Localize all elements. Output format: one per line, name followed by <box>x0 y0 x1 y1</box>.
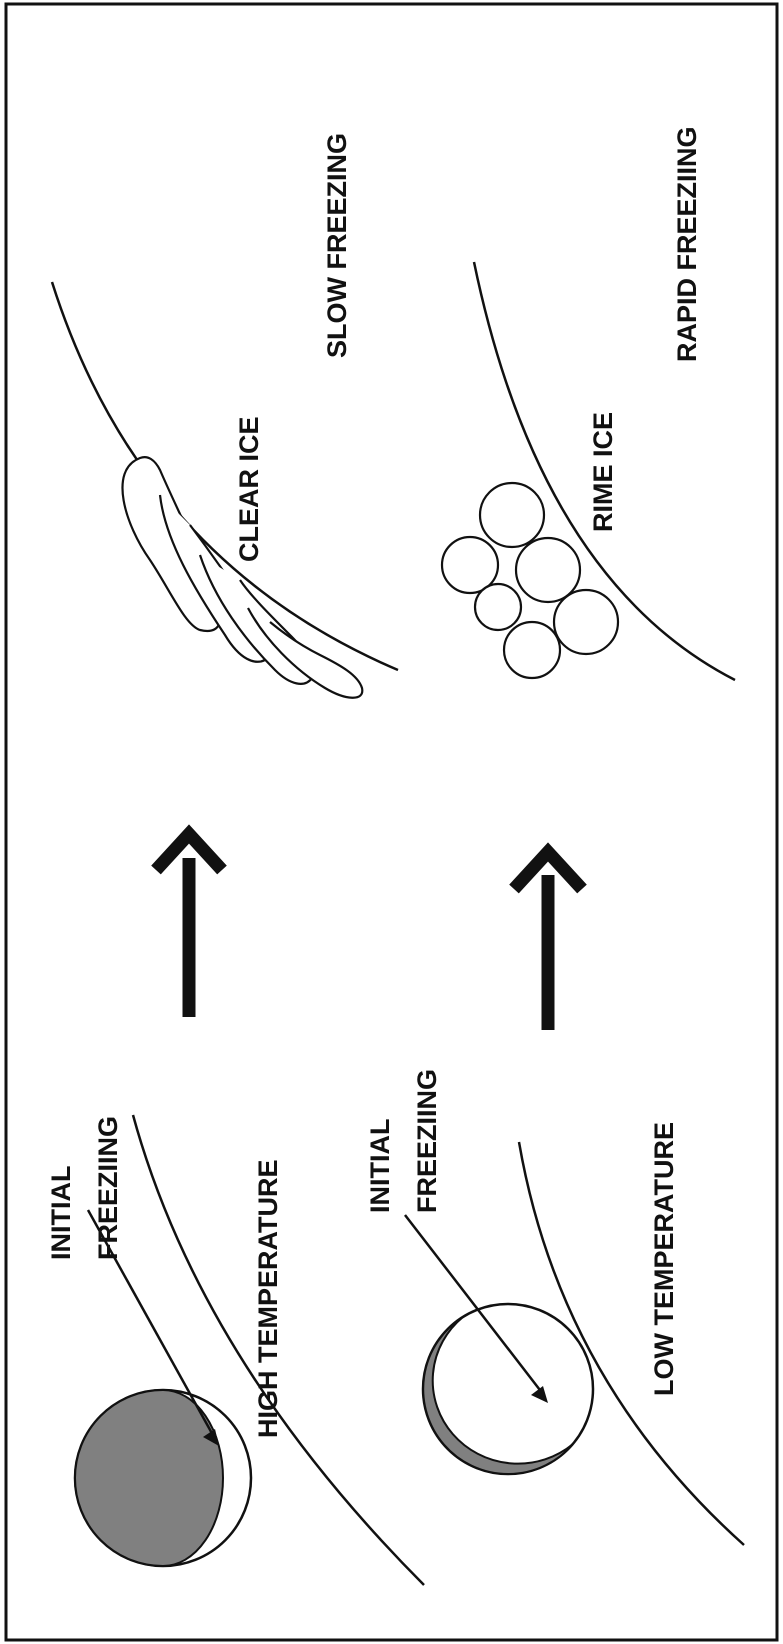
label-rime-ice: RIME ICE <box>588 412 618 532</box>
pointer-arrow-high-temp <box>86 1209 216 1438</box>
rime-ice-bead-2 <box>440 535 500 595</box>
frozen-portion-high-temp <box>74 1388 224 1568</box>
label-clear-ice: CLEAR ICE <box>234 416 264 562</box>
surface-curve-low-temp <box>517 1141 745 1546</box>
label-initial-freezing-bottom-line1: INITIAL <box>365 1119 395 1214</box>
rime-ice-bead-6 <box>502 620 562 680</box>
rime-ice-bead-4 <box>473 582 523 632</box>
label-initial-freezing-top-line2: FREEZIING <box>93 1116 123 1260</box>
label-initial-freezing-bottom-line2: FREEZIING <box>412 1069 442 1213</box>
surface-curve-rime-ice <box>472 261 736 682</box>
diagram-border <box>4 2 779 1642</box>
rime-ice-bead-3 <box>514 536 582 604</box>
label-initial-freezing-top-line1: INITIAL <box>46 1166 76 1261</box>
transition-arrowhead-bottom <box>509 842 587 894</box>
rime-ice-deposit <box>440 481 620 680</box>
arrowhead-high-temp <box>203 1429 219 1446</box>
label-high-temperature: HIGH TEMPERATURE <box>253 1159 283 1438</box>
label-slow-freezing: SLOW FREEZING <box>322 133 352 358</box>
transition-arrowhead-top <box>151 824 227 875</box>
frozen-crescent-low-temp <box>422 1316 574 1475</box>
rime-ice-bead-5 <box>552 588 620 656</box>
arrowhead-low-temp <box>531 1386 548 1403</box>
clear-ice-deposit <box>121 456 364 699</box>
rime-ice-bead-1 <box>478 481 546 549</box>
clear-ice-lobe-4 <box>247 607 364 699</box>
label-low-temperature: LOW TEMPERATURE <box>649 1122 679 1396</box>
pointer-arrow-low-temp <box>404 1214 544 1395</box>
surface-curve-high-temp <box>131 1114 425 1586</box>
label-rapid-freezing: RAPID FREEZIING <box>672 126 702 362</box>
